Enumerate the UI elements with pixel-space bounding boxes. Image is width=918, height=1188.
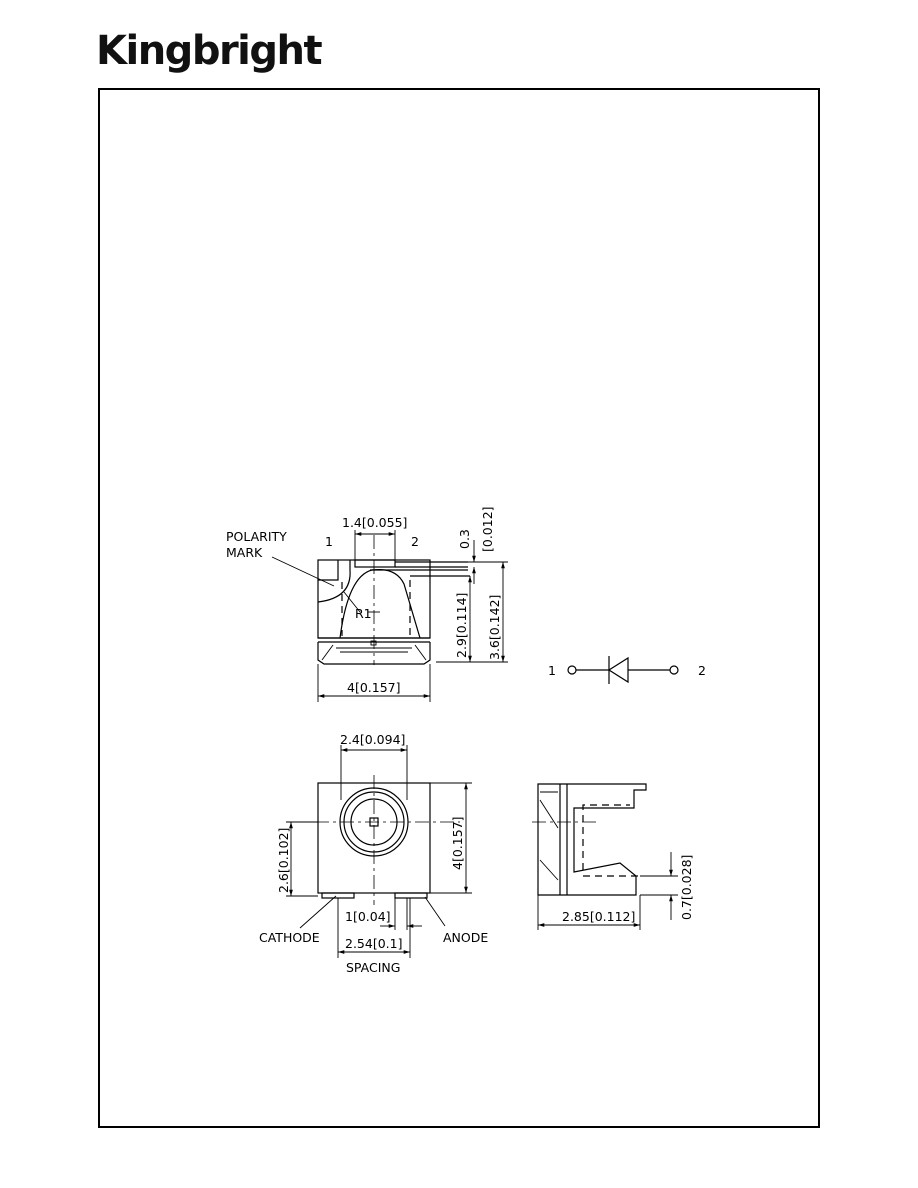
front-pin-2-label: 2 xyxy=(411,534,419,549)
front-view: R1 POLARITY MARK 1 2 1.4[0.055] 0.3 [0.0… xyxy=(226,506,508,702)
cathode-label: CATHODE xyxy=(259,930,320,945)
polarity-label-line2: MARK xyxy=(226,545,263,560)
lens-profile xyxy=(339,568,421,639)
side-outline xyxy=(537,783,647,896)
dim-pad: 1[0.04] xyxy=(345,909,391,924)
polarity-mark-shape xyxy=(318,560,339,581)
schematic-pin-2: 2 xyxy=(698,663,706,678)
dim-top-offset-inch: [0.012] xyxy=(480,506,495,552)
pin-2-terminal xyxy=(669,665,679,675)
dim-side: 2.6[0.102] xyxy=(276,828,291,893)
anode-label: ANODE xyxy=(443,930,488,945)
dim-top-offset: 0.3 xyxy=(457,529,472,549)
side-view: 2.85[0.112] 0.7[0.028] xyxy=(532,783,694,930)
schematic-pin-1: 1 xyxy=(548,663,556,678)
pin-1-terminal xyxy=(567,665,577,675)
bottom-view: 2.4[0.094] 2.6[0.102] 4[0.157] 1[0.04] 2… xyxy=(259,732,488,975)
dim-top-width: 1.4[0.055] xyxy=(342,515,407,530)
spacing-label: SPACING xyxy=(346,960,400,975)
front-pin-1-label: 1 xyxy=(325,534,333,549)
dim-height: 4[0.157] xyxy=(450,817,465,871)
dim-depth: 2.85[0.112] xyxy=(562,909,635,924)
dim-pad-height: 0.7[0.028] xyxy=(679,855,694,920)
dim-width: 4[0.157] xyxy=(347,680,401,695)
dim-lens: 2.4[0.094] xyxy=(340,732,405,747)
dim-spacing: 2.54[0.1] xyxy=(345,936,402,951)
drawing-frame xyxy=(98,88,820,1128)
cathode-pad xyxy=(321,892,355,899)
anode-pad xyxy=(394,892,428,899)
diode-schematic: 1 2 xyxy=(548,656,706,684)
dim-total-height: 3.6[0.142] xyxy=(487,595,502,660)
dim-body-height: 2.9[0.114] xyxy=(454,593,469,658)
polarity-label-line1: POLARITY xyxy=(226,529,287,544)
diode-triangle xyxy=(607,656,629,684)
kingbright-logo: Kingbright xyxy=(96,28,323,74)
radius-label: R1 xyxy=(355,606,372,621)
